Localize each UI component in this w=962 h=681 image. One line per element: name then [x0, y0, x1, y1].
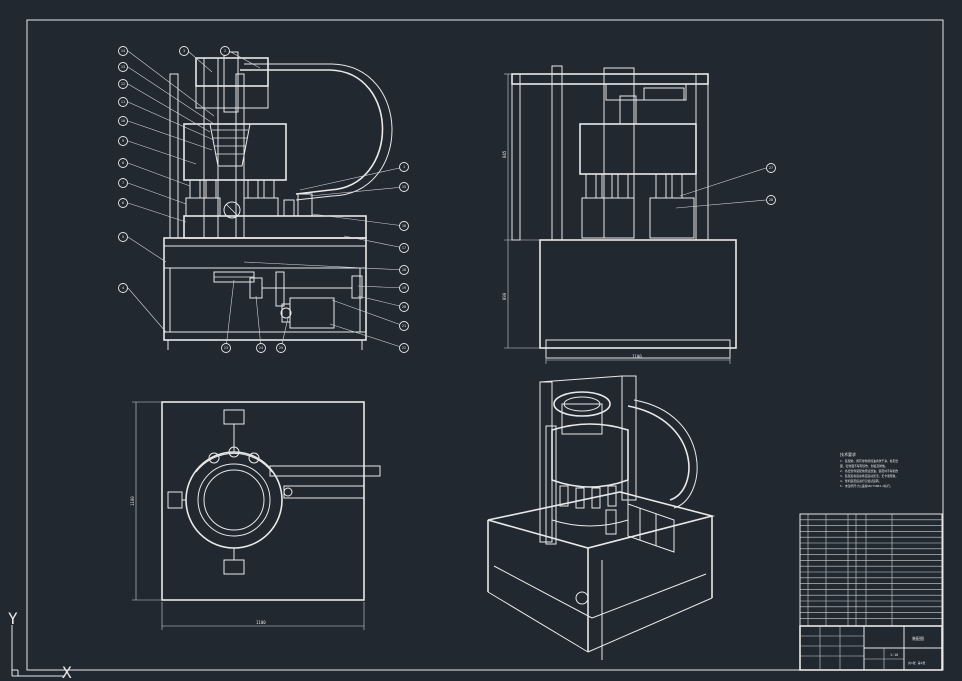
balloon-28: 28 — [766, 195, 776, 205]
balloon-2: 2 — [220, 46, 230, 56]
side-dim-height-lower: 890 — [502, 292, 507, 300]
balloon-11: 11 — [118, 97, 128, 107]
svg-text:5: 5 — [122, 235, 124, 239]
balloon-5: 5 — [118, 232, 128, 242]
balloon-8: 8 — [118, 158, 128, 168]
svg-text:23: 23 — [224, 346, 228, 350]
side-view-leaders — [675, 167, 767, 209]
balloon-14: 14 — [118, 46, 128, 56]
ucs-y-label: Y — [8, 609, 18, 628]
balloon-17: 17 — [399, 243, 409, 253]
svg-text:1: 1 — [403, 165, 405, 169]
balloon-18: 18 — [399, 265, 409, 275]
svg-text:4: 4 — [122, 286, 124, 290]
title-block-sheet: 共1张 第1张 — [908, 660, 925, 665]
balloon-21: 21 — [399, 321, 409, 331]
balloon-6: 6 — [118, 198, 128, 208]
ucs-icon: Y X — [8, 609, 72, 681]
side-dimensions: 1100 845 890 — [502, 73, 731, 364]
svg-text:8: 8 — [122, 161, 124, 165]
balloon-24: 24 — [256, 343, 266, 353]
balloon-1: 1 — [399, 162, 409, 172]
balloon-27: 27 — [766, 163, 776, 173]
title-block-scale: 1:10 — [890, 653, 898, 657]
top-outline — [161, 401, 365, 601]
side-dim-width: 1100 — [632, 354, 642, 359]
front-nozzles — [185, 179, 279, 217]
technical-notes: 技术要求 1. 装配前，所有零件用煤油清洗干净，各配合 面、密封面不得有损伤、划… — [840, 451, 898, 488]
top-view — [161, 401, 381, 601]
svg-text:9: 9 — [122, 139, 124, 143]
svg-text:11: 11 — [121, 100, 125, 104]
side-dim-height-upper: 845 — [502, 150, 507, 158]
front-view — [163, 51, 393, 350]
notes-line-6: 5. 未注明尺寸公差按GB/T1804-m执行。 — [840, 484, 893, 488]
balloon-10: 10 — [118, 116, 128, 126]
balloon-7: 7 — [118, 178, 128, 188]
balloon-22: 22 — [399, 343, 409, 353]
parts-list — [799, 513, 943, 627]
isometric-view — [487, 375, 716, 660]
balloon-13: 13 — [118, 62, 128, 72]
front-view-leaders — [127, 50, 405, 349]
svg-text:14: 14 — [121, 49, 125, 53]
balloon-12: 12 — [118, 79, 128, 89]
svg-text:12: 12 — [121, 82, 125, 86]
svg-text:17: 17 — [402, 246, 406, 250]
balloon-20: 20 — [399, 302, 409, 312]
balloon-23: 23 — [221, 343, 231, 353]
svg-text:6: 6 — [122, 201, 124, 205]
side-view-balloons: 27 28 — [766, 163, 776, 205]
title-block: 装配图 1:10 共1张 第1张 — [799, 625, 943, 671]
top-dim-width: 1100 — [256, 620, 266, 625]
svg-text:2: 2 — [224, 49, 226, 53]
svg-text:28: 28 — [769, 198, 773, 202]
balloon-25: 25 — [276, 343, 286, 353]
drawing-border — [26, 19, 944, 671]
side-view — [511, 65, 737, 359]
top-dim-depth: 1100 — [130, 496, 135, 506]
balloon-3: 3 — [179, 46, 189, 56]
svg-text:25: 25 — [279, 346, 283, 350]
svg-text:15: 15 — [402, 185, 406, 189]
balloon-19: 19 — [399, 283, 409, 293]
front-cabinet — [163, 237, 367, 341]
svg-text:24: 24 — [259, 346, 263, 350]
svg-text:13: 13 — [121, 65, 125, 69]
svg-text:16: 16 — [402, 224, 406, 228]
svg-text:3: 3 — [183, 49, 185, 53]
balloon-16: 16 — [399, 221, 409, 231]
svg-text:27: 27 — [769, 166, 773, 170]
title-block-name: 装配图 — [912, 635, 924, 641]
top-dimensions: 1100 1100 — [130, 401, 365, 630]
ucs-x-label: X — [62, 663, 72, 681]
balloon-9: 9 — [118, 136, 128, 146]
svg-text:18: 18 — [402, 268, 406, 272]
svg-text:20: 20 — [402, 305, 406, 309]
notes-line-2: 面、密封面不得有损伤、划痕及锈蚀。 — [840, 464, 888, 468]
notes-line-4: 3. 装配后各运动件应运动灵活，无卡滞现象。 — [840, 474, 898, 478]
notes-title: 技术要求 — [840, 451, 856, 457]
svg-text:22: 22 — [402, 346, 406, 350]
notes-line-1: 1. 装配前，所有零件用煤油清洗干净，各配合 — [840, 459, 898, 463]
balloon-4: 4 — [118, 283, 128, 293]
balloon-15: 15 — [399, 182, 409, 192]
notes-line-5: 4. 整机装配后进行空载试运转。 — [840, 479, 881, 483]
side-cabinet — [539, 239, 737, 349]
notes-line-3: 2. 各密封件装配前须浸透油，装配时不得损伤 — [840, 469, 898, 473]
svg-text:10: 10 — [121, 119, 125, 123]
svg-text:7: 7 — [122, 181, 124, 185]
svg-text:19: 19 — [402, 286, 406, 290]
svg-text:21: 21 — [402, 324, 406, 328]
front-view-balloons: 14 13 12 11 10 9 8 7 6 5 4 3 2 1 15 16 1… — [118, 46, 409, 353]
